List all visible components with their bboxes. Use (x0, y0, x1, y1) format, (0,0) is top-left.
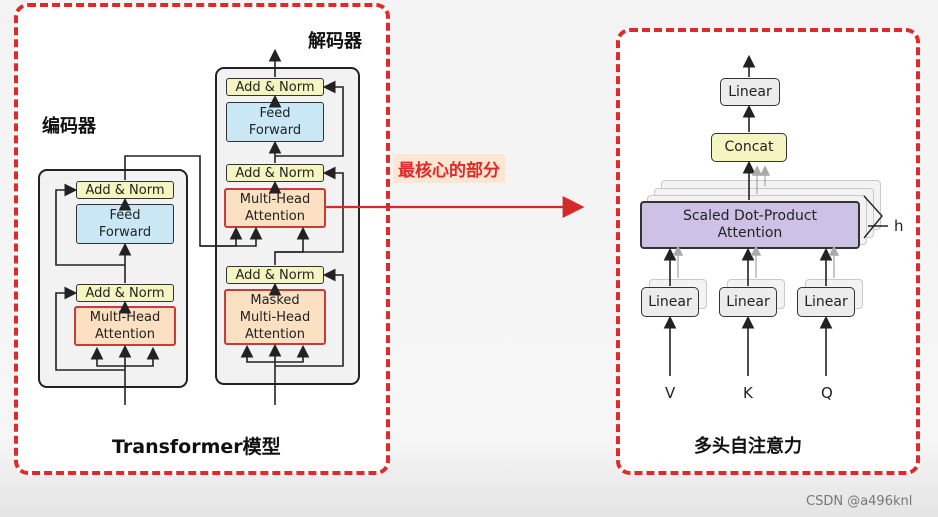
multihead-caption: 多头自注意力 (694, 436, 802, 457)
watermark: CSDN @a496knl (806, 494, 913, 509)
heads-label: h (894, 217, 904, 235)
mh-heads-bracket (863, 195, 888, 239)
dec-qkv-right (275, 344, 310, 363)
encoder-feed-forward: Feed Forward (76, 204, 174, 244)
dec-addnorm-to-cross (274, 226, 310, 265)
enc-output-2 (200, 226, 263, 247)
input-q: Q (821, 384, 833, 402)
dec-qkv-left (240, 344, 275, 363)
decoder-masked-attention: Masked Multi-Head Attention (224, 289, 326, 345)
encoder-label: 编码器 (42, 116, 96, 137)
linear-q: Linear (797, 287, 855, 317)
scaled-dot-product-attention: Scaled Dot-Product Attention (640, 201, 860, 249)
input-v: V (665, 384, 676, 402)
transformer-caption: Transformer模型 (112, 436, 281, 458)
decoder-label: 解码器 (308, 31, 362, 52)
input-k: K (743, 384, 753, 402)
dec-residual-1 (275, 268, 344, 367)
output-linear: Linear (720, 78, 780, 106)
enc-output (124, 155, 243, 247)
decoder-feed-forward: Feed Forward (226, 102, 324, 142)
dec-residual-2 (275, 166, 344, 253)
enc-qkv-right (125, 346, 160, 367)
concat-block: Concat (711, 133, 787, 162)
linear-v: Linear (641, 287, 699, 317)
enc-qkv-left (90, 346, 125, 367)
dec-residual-3 (275, 80, 344, 157)
enc-residual-2 (55, 183, 125, 266)
core-callout: 最核心的部分 (393, 154, 505, 183)
enc-residual-1 (55, 286, 125, 371)
encoder-add-norm-bottom: Add & Norm (76, 284, 174, 302)
